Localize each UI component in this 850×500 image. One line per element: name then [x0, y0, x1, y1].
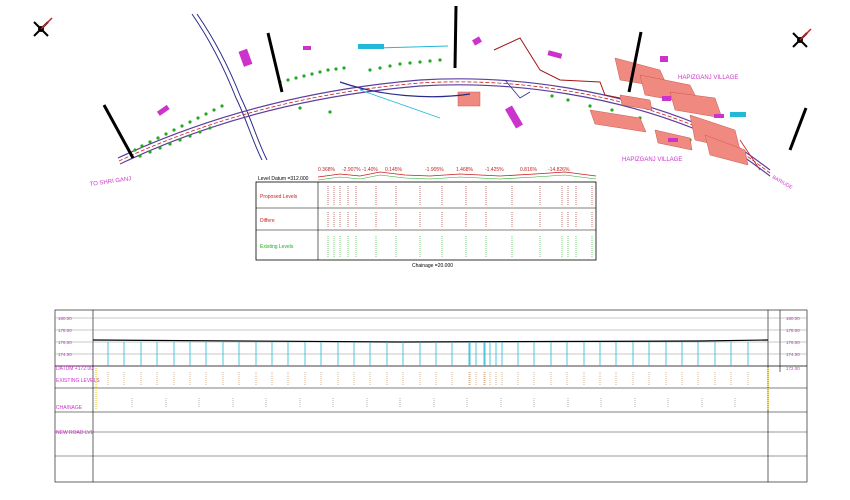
village-label: HAPIZGANJ VILLAGE [622, 157, 682, 163]
north-arrow-left-icon [33, 17, 53, 37]
row-label-difference: Differe [260, 218, 275, 224]
road-centerline [118, 81, 771, 174]
level-label-right: 172.00 [786, 366, 800, 371]
village-buildings [457, 57, 749, 166]
level-label-right: 176.00 [786, 340, 800, 345]
level-label-left: 178.00 [58, 328, 72, 333]
level-label-left: 176.00 [58, 340, 72, 345]
boundary-line [493, 37, 621, 99]
level-table: Level Datum =312.000 Proposed Levels Dif… [255, 167, 597, 269]
gradient-label: -1.905% [425, 167, 444, 173]
north-arrow-right-icon [792, 28, 812, 48]
road-end-label-left: TO SHRI GANJ [89, 176, 131, 188]
table-value-ticks [327, 186, 593, 258]
cyan-markers [358, 44, 746, 117]
gradient-label: -1.40% [362, 167, 378, 173]
gradient-label: -1.425% [485, 167, 504, 173]
profile-stations [95, 342, 769, 410]
gradient-label: 0.145% [385, 167, 403, 173]
row-label-existing: Existing Levels [260, 244, 294, 250]
gradient-label: 0.368% [318, 167, 336, 173]
chainage-note: Chainage =20.000 [412, 263, 453, 269]
chainage-posts [102, 5, 808, 159]
level-label-right: 180.00 [786, 316, 800, 321]
row-label-proposed: Proposed Levels [260, 194, 298, 200]
ground-profile-line [92, 339, 769, 343]
level-label-right: 174.00 [786, 352, 800, 357]
station-markers [156, 36, 724, 142]
datum-label: DATUM +172.00 [56, 366, 93, 372]
level-label-left: 180.00 [58, 316, 72, 321]
new-road-level-label: NEW ROAD LVL [56, 430, 94, 436]
level-label-right: 178.00 [786, 328, 800, 333]
existing-levels-label: EXISTING LEVELS [56, 378, 100, 384]
gradient-label: 0.816% [520, 167, 538, 173]
profile-sheet: 180.00 178.00 176.00 174.00 DATUM +172.0… [54, 309, 808, 483]
gradient-label: -2.907% [342, 167, 361, 173]
gradient-label: 1.468% [456, 167, 474, 173]
plan-view: HAPIZGANJ VILLAGE HAPIZGANJ VILLAGE TO S… [33, 5, 812, 192]
gradient-label: -14.826% [548, 167, 570, 173]
gradient-labels: 0.368% -2.907%-1.40% 0.145% -1.905% 1.468% -1… [318, 167, 570, 173]
canal-line [196, 13, 268, 161]
village-label: HAPIZGANJ VILLAGE [678, 75, 738, 81]
level-label-left: 174.00 [58, 352, 72, 357]
level-datum: Level Datum =312.000 [258, 176, 309, 182]
canal-line [191, 13, 263, 161]
chainage-label: CHAINAGE [56, 405, 83, 411]
road-end-label-right: BARIUDE [771, 175, 794, 192]
